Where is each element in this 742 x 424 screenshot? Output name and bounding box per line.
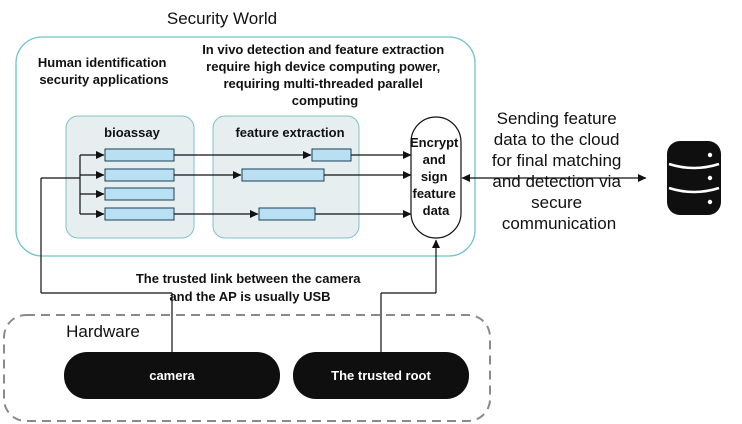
extraction-module-3 — [259, 208, 315, 220]
bioassay-module-1 — [105, 149, 174, 161]
camera-input-lines — [40, 151, 105, 293]
trusted-root-label: The trusted root — [331, 368, 431, 383]
camera-link-line — [41, 292, 173, 352]
camera-node — [64, 352, 280, 399]
feature-extraction-panel-border — [212, 115, 360, 239]
requirement-note: In vivo detection and feature extraction… — [202, 42, 448, 108]
bioassay-module-4 — [105, 208, 174, 220]
bioassay-label: bioassay — [104, 125, 160, 140]
hardware-boundary — [3, 314, 491, 422]
bioassay-module-2 — [105, 169, 174, 181]
trusted-link-note: The trusted link between the camera and … — [136, 271, 364, 304]
security-world-title: Security World — [167, 9, 277, 28]
flow-arrows — [174, 151, 412, 218]
trusted-root-node — [293, 352, 469, 399]
cloud-note: Sending feature data to the cloud for fi… — [492, 109, 626, 233]
app-label: Human identification security applicatio… — [38, 55, 170, 87]
extraction-module-2 — [242, 169, 324, 181]
camera-label: camera — [149, 368, 195, 383]
hardware-title: Hardware — [66, 322, 140, 341]
trusted-root-link-line — [380, 239, 440, 352]
extraction-module-1 — [312, 149, 351, 161]
feature-extraction-label: feature extraction — [235, 125, 344, 140]
bioassay-module-3 — [105, 188, 174, 200]
bioassay-panel-border — [65, 115, 195, 239]
encrypt-sign-label: Encrypt and sign feature data — [410, 135, 462, 218]
database-icon — [667, 141, 721, 215]
